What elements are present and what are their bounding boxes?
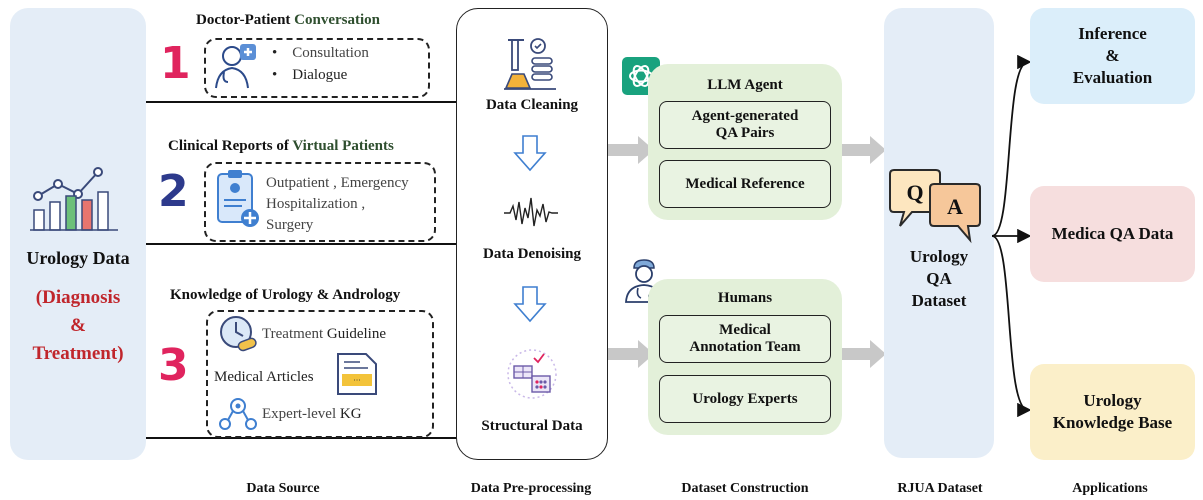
arrow-to-llm [608,136,654,164]
qa-a-letter: A [947,194,963,219]
section-1-item-2: • Dialogue [272,67,348,83]
section-2-item-3: Surgery [266,217,314,233]
section-2-number: 2 [158,166,189,217]
knowledge-graph-icon [219,398,257,430]
arrow-humans-to-dataset [842,340,886,368]
source-subtitle: (Diagnosis & Treatment) [32,287,124,364]
step-data-denoising: Data Denoising [483,246,581,262]
footer-rjua-dataset: RJUA Dataset [897,481,983,496]
dataset-panel [884,8,994,458]
waveform-icon [504,197,558,227]
down-arrow-icon-1 [513,135,547,172]
source-title: Urology Data [26,248,130,268]
step-data-cleaning: Data Cleaning [485,97,579,113]
app-knowledge-base: Urology Knowledge Base [1030,364,1195,460]
separator-line-2 [146,243,459,245]
structured-data-icon [507,349,557,399]
section-2-box [204,162,436,242]
llm-agent-item-medical-reference: Medical Reference [659,160,831,208]
llm-agent-item-qa-pairs: Agent-generated QA Pairs [659,101,831,149]
section-1-item-1: • Consultation [272,45,369,61]
section-3-title: Knowledge of Urology & Andrology [170,287,401,303]
clipboard-icon [217,170,259,227]
section-2-item-2: Hospitalization , [266,196,366,212]
footer-data-preprocessing: Data Pre-processing [470,481,592,496]
section-2-item-1: Outpatient , Emergency [266,175,409,191]
section-3-item-3: Expert-level KG [262,406,362,422]
humans-title: Humans [717,290,773,306]
bar-chart-icon [30,167,118,231]
preprocessing-panel [456,8,608,460]
branch-arrows [991,54,1032,418]
qa-q-letter: Q [906,180,923,205]
qa-bubbles-icon: Q A [889,169,981,244]
separator-line-1 [146,101,459,103]
section-3-item-2: Medical Articles [214,369,314,385]
section-1-title: Doctor-Patient Conversation [196,12,380,28]
app-inference-evaluation: Inference & Evaluation [1030,8,1195,104]
section-1-number: 1 [160,38,191,89]
svg-text:···: ··· [353,376,361,385]
section-2-title: Clinical Reports of Virtual Patients [168,138,394,154]
humans-item-urology-experts: Urology Experts [659,375,831,423]
down-arrow-icon-2 [513,286,547,323]
dataset-label: Urology QA Dataset [909,247,969,310]
doctor-icon [215,44,256,89]
section-3-number: 3 [158,340,189,391]
separator-line-3 [146,437,459,439]
llm-agent-title: LLM Agent [707,77,783,93]
document-icon: ··· [337,353,377,395]
footer-dataset-construction: Dataset Construction [681,481,809,496]
step-structural-data: Structural Data [481,418,583,434]
arrow-to-humans [608,340,654,368]
humans-item-annotation-team: Medical Annotation Team [659,315,831,363]
footer-applications: Applications [1072,481,1148,496]
footer-data-source: Data Source [246,481,320,496]
app-medica-qa-data: Medica QA Data [1030,186,1195,282]
lab-cleaning-icon [504,38,556,90]
section-1-box [204,38,430,98]
clock-pill-icon [220,316,257,352]
arrow-llm-to-dataset [842,136,886,164]
section-3-box [206,310,434,438]
data-source-panel [10,8,146,460]
section-3-item-1: Treatment Guideline [262,326,387,342]
